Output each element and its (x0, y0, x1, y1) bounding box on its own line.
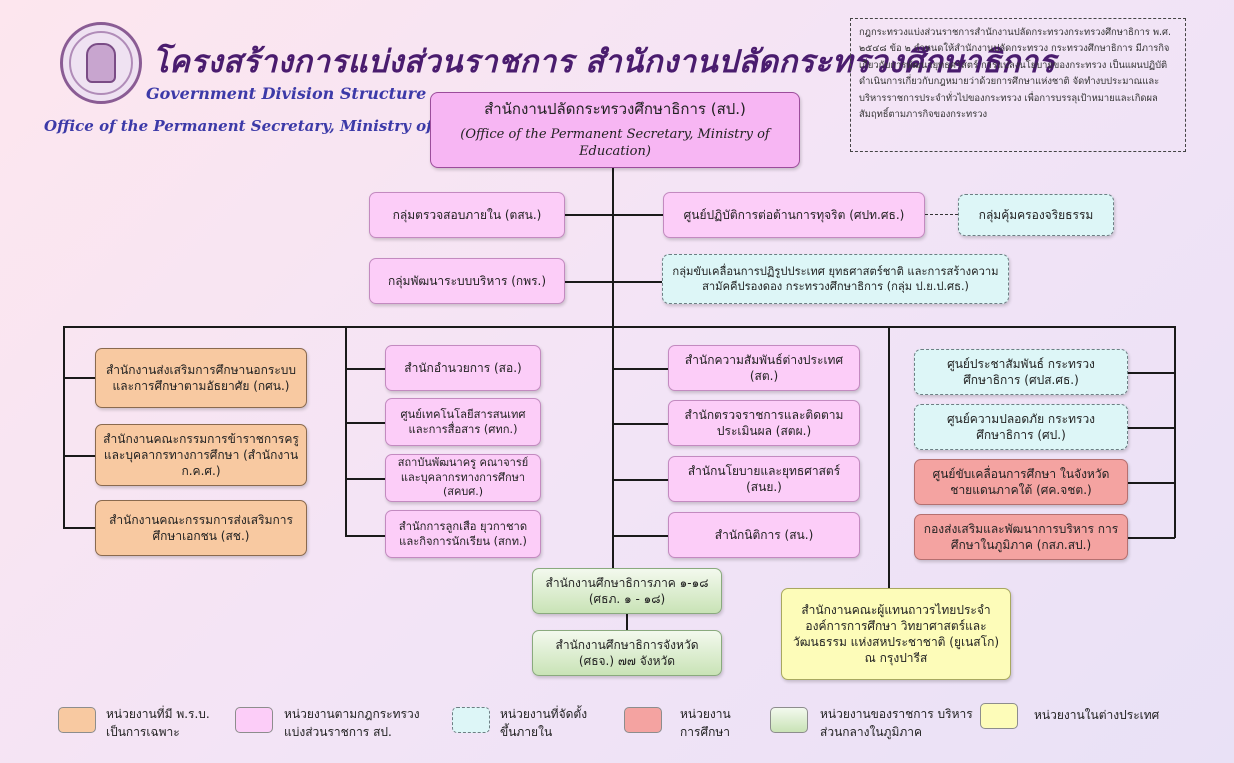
col1-unit: สำนักงานคณะกรรมการข้าราชการครูและบุคลากร… (95, 424, 307, 486)
connector-line (345, 478, 385, 480)
connector-line (613, 281, 662, 283)
legend-swatch (770, 707, 808, 733)
connector-line (1128, 482, 1175, 484)
connector-line (613, 214, 663, 216)
root-unit: สำนักงานปลัดกระทรวงศึกษาธิการ (สป.) (Off… (430, 92, 800, 168)
connector-line (63, 326, 65, 528)
connector-line (63, 455, 95, 457)
org-name-en: Office of the Permanent Secretary, Minis… (44, 117, 524, 135)
legend-swatch (235, 707, 273, 733)
col2-unit: สำนักอำนวยการ (สอ.) (385, 345, 541, 391)
col1-unit: สำนักงานคณะกรรมการส่งเสริมการศึกษาเอกชน … (95, 500, 307, 556)
connector-line (345, 326, 347, 536)
connector-line (613, 479, 668, 481)
col4-unit: ศูนย์ขับเคลื่อนการศึกษา ในจังหวัดชายแดนภ… (914, 459, 1128, 505)
page-title: โครงสร้างการแบ่งส่วนราชการ สำนักงานปลัดก… (152, 44, 1056, 80)
page-subtitle-en: Government Division Structure (146, 84, 427, 103)
connector-line (888, 326, 890, 588)
connector-line (63, 377, 95, 379)
connector-line (1128, 537, 1175, 539)
col4-unit: ศูนย์ความปลอดภัย กระทรวงศึกษาธิการ (ศป.) (914, 404, 1128, 450)
admin-dev-group: กลุ่มพัฒนาระบบบริหาร (กพร.) (369, 258, 565, 304)
col4-unit: กองส่งเสริมและพัฒนาการบริหาร การศึกษาในภ… (914, 514, 1128, 560)
connector-line (565, 214, 613, 216)
connector-line (345, 422, 385, 424)
connector-line (1174, 326, 1176, 538)
internal-audit-group: กลุ่มตรวจสอบภายใน (ตสน.) (369, 192, 565, 238)
connector-line (345, 535, 385, 537)
legend-swatch (624, 707, 662, 733)
legend-label: หน่วยงานของราชการ บริหารส่วนกลางในภูมิภา… (820, 707, 973, 739)
connector-line (63, 326, 1176, 328)
col2-unit: สถาบันพัฒนาครู คณาจารย์และบุคลากรทางการศ… (385, 454, 541, 502)
ministry-seal-logo (60, 22, 142, 104)
col4-unit: ศูนย์ประชาสัมพันธ์ กระทรวงศึกษาธิการ (ศป… (914, 349, 1128, 395)
connector-line (613, 423, 668, 425)
root-title-en: (Office of the Permanent Secretary, Mini… (460, 126, 770, 160)
reform-group: กลุ่มขับเคลื่อนการปฏิรูปประเทศ ยุทธศาสตร… (662, 254, 1009, 304)
connector-line (345, 368, 385, 370)
legend-label: หน่วยงาน การศึกษา (680, 707, 731, 739)
connector-line (626, 614, 628, 630)
anti-corruption-center: ศูนย์ปฏิบัติการต่อต้านการทุจริต (ศปท.ศธ.… (663, 192, 925, 238)
col3-unit: สำนักนโยบายและยุทธศาสตร์ (สนย.) (668, 456, 860, 502)
col3-unit: สำนักความสัมพันธ์ต่างประเทศ (สต.) (668, 345, 860, 391)
legend-label: หน่วยงานในต่างประเทศ (1034, 708, 1160, 722)
root-title-th: สำนักงานปลัดกระทรวงศึกษาธิการ (สป.) (484, 100, 746, 119)
connector-line (613, 535, 668, 537)
legal-note: กฎกระทรวงแบ่งส่วนราชการสำนักงานปลัดกระทร… (850, 18, 1186, 152)
connector-line (613, 368, 668, 370)
col3-unit: สำนักนิติการ (สน.) (668, 512, 860, 558)
dashed-connector (925, 214, 958, 215)
connector-line (1128, 372, 1175, 374)
connector-line (63, 527, 95, 529)
legend-swatch (980, 703, 1018, 729)
col3-unit: สำนักตรวจราชการและติดตามประเมินผล (สตผ.) (668, 400, 860, 446)
legend-label: หน่วยงานตามกฎกระทรวง แบ่งส่วนราชการ สป. (284, 707, 420, 739)
ethics-group: กลุ่มคุ้มครองจริยธรรม (958, 194, 1114, 236)
legend-swatch (452, 707, 490, 733)
regional-office: สำนักงานศึกษาธิการภาค ๑-๑๘ (ศธภ. ๑ - ๑๘) (532, 568, 722, 614)
col2-unit: ศูนย์เทคโนโลยีสารสนเทศและการสื่อสาร (ศทก… (385, 398, 541, 446)
connector-line (1128, 427, 1175, 429)
legend-swatch (58, 707, 96, 733)
col2-unit: สำนักการลูกเสือ ยุวกาชาดและกิจการนักเรีย… (385, 510, 541, 558)
unesco-delegation: สำนักงานคณะผู้แทนถาวรไทยประจำองค์การการศ… (781, 588, 1011, 680)
legend-label: หน่วยงานที่จัดตั้ง ขึ้นภายใน (500, 707, 588, 739)
col1-unit: สำนักงานส่งเสริมการศึกษานอกระบบและการศึก… (95, 348, 307, 408)
legend-label: หน่วยงานที่มี พ.ร.บ. เป็นการเฉพาะ (106, 707, 210, 739)
connector-line (565, 281, 613, 283)
provincial-office: สำนักงานศึกษาธิการจังหวัด (ศธจ.) ๗๗ จังห… (532, 630, 722, 676)
